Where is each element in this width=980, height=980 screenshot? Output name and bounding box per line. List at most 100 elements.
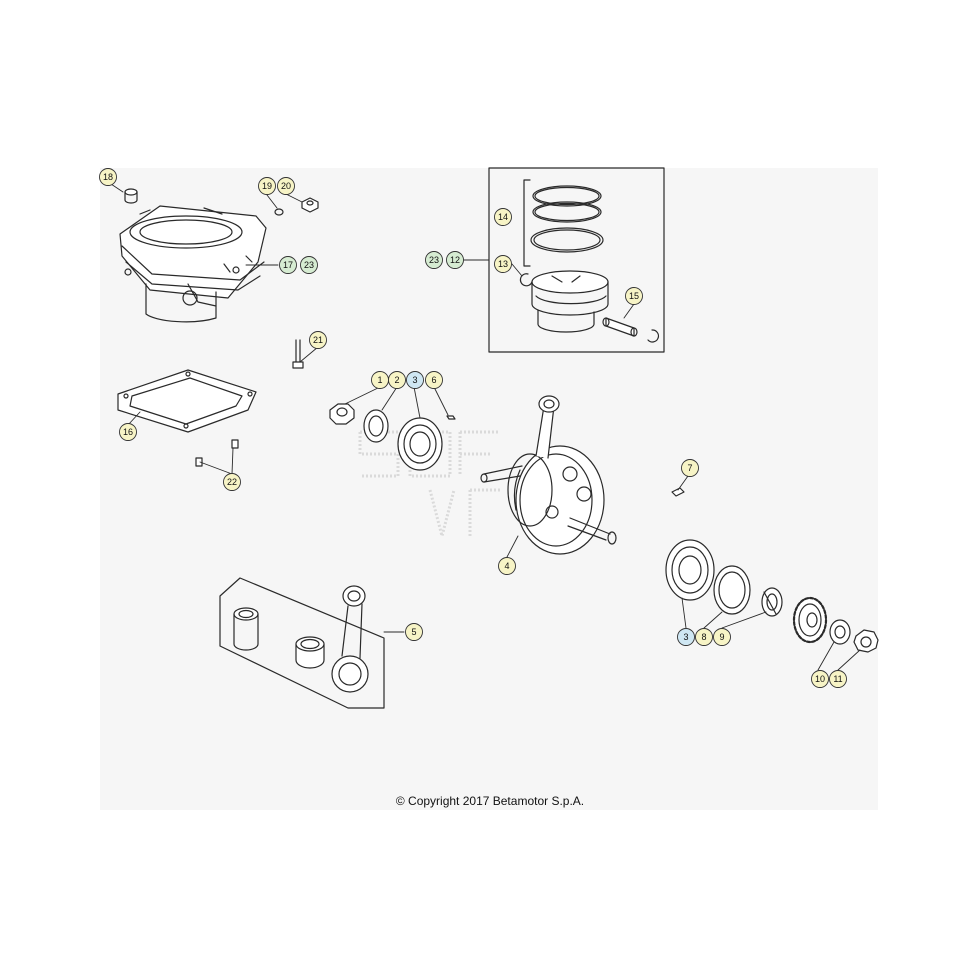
callout-circle xyxy=(279,256,297,274)
callout-label: 6 xyxy=(431,375,436,385)
callout-circle xyxy=(277,177,295,195)
gear-part xyxy=(792,596,828,644)
callout-label: 17 xyxy=(283,260,293,270)
callout-circle xyxy=(494,208,512,226)
callout-10: 10 xyxy=(811,670,829,688)
callout-label: 4 xyxy=(504,561,509,571)
piston-ring-3-part xyxy=(530,227,604,253)
callout-circle xyxy=(713,628,731,646)
callout-label: 14 xyxy=(498,212,508,222)
nut-20-part xyxy=(301,197,319,213)
callout-12: 12 xyxy=(446,251,464,269)
callout-16: 16 xyxy=(119,423,137,441)
callout-circle xyxy=(258,177,276,195)
callout-13: 13 xyxy=(494,255,512,273)
key-7-part xyxy=(671,487,685,497)
callout-4: 4 xyxy=(498,557,516,575)
callout-circle xyxy=(677,628,695,646)
bolt-21-part xyxy=(292,339,304,369)
callout-circle xyxy=(494,255,512,273)
oil-seal-8-part xyxy=(713,565,751,615)
callout-circle xyxy=(99,168,117,186)
connecting-rod-part xyxy=(331,585,369,693)
conrod-kit-box xyxy=(219,577,385,709)
circlip-13-part xyxy=(519,273,533,287)
callout-23: 23 xyxy=(425,251,443,269)
callout-label: 3 xyxy=(412,375,417,385)
callout-18: 18 xyxy=(99,168,117,186)
callout-label: 22 xyxy=(227,477,237,487)
callout-2: 2 xyxy=(388,371,406,389)
gudgeon-pin-part xyxy=(233,607,259,651)
base-gasket-part xyxy=(117,369,257,433)
callout-circle xyxy=(405,623,423,641)
callout-circle xyxy=(300,256,318,274)
callout-label: 12 xyxy=(450,255,460,265)
key-6-part xyxy=(446,415,456,420)
piston-ring-1-part xyxy=(532,185,602,207)
callout-label: 20 xyxy=(281,181,291,191)
callout-circle xyxy=(406,371,424,389)
callout-21: 21 xyxy=(309,331,327,349)
callout-15: 15 xyxy=(625,287,643,305)
callout-circle xyxy=(498,557,516,575)
callout-circle xyxy=(425,371,443,389)
callout-6: 6 xyxy=(425,371,443,389)
callout-label: 15 xyxy=(629,291,639,301)
callout-3: 3 xyxy=(406,371,424,389)
spacer-9-part xyxy=(761,587,783,617)
callout-label: 16 xyxy=(123,427,133,437)
callout-5: 5 xyxy=(405,623,423,641)
callout-label: 10 xyxy=(815,674,825,684)
nut-1-part xyxy=(329,403,355,425)
callout-circle xyxy=(388,371,406,389)
oil-seal-2-part xyxy=(363,409,389,443)
washer-19-part xyxy=(274,208,284,216)
callout-label: 23 xyxy=(304,260,314,270)
callout-label: 1 xyxy=(377,375,382,385)
main-bearing-right-part xyxy=(665,539,715,601)
callout-label: 7 xyxy=(687,463,692,473)
cylinder-block-part xyxy=(119,205,267,323)
callout-label: 13 xyxy=(498,259,508,269)
needle-bearing-part xyxy=(295,636,325,669)
callout-label: 21 xyxy=(313,335,323,345)
callout-9: 9 xyxy=(713,628,731,646)
callout-circle xyxy=(811,670,829,688)
callout-circle xyxy=(446,251,464,269)
washer-10-part xyxy=(829,619,851,645)
callout-23: 23 xyxy=(300,256,318,274)
callout-20: 20 xyxy=(277,177,295,195)
callout-8: 8 xyxy=(695,628,713,646)
callout-circle xyxy=(119,423,137,441)
callout-circle xyxy=(681,459,699,477)
callout-circle xyxy=(625,287,643,305)
dowel-sleeve-part xyxy=(124,188,138,204)
callout-3: 3 xyxy=(677,628,695,646)
callout-11: 11 xyxy=(829,670,847,688)
callout-circle xyxy=(223,473,241,491)
callout-label: 9 xyxy=(719,632,724,642)
callout-17: 17 xyxy=(279,256,297,274)
callout-label: 8 xyxy=(701,632,706,642)
piston-pin-part xyxy=(602,317,638,337)
callout-label: 11 xyxy=(833,674,842,684)
callout-label: 3 xyxy=(683,632,688,642)
callout-circle xyxy=(829,670,847,688)
ring-bracket xyxy=(523,179,531,267)
callout-22: 22 xyxy=(223,473,241,491)
callout-label: 19 xyxy=(262,181,272,191)
callout-7: 7 xyxy=(681,459,699,477)
callout-circle xyxy=(695,628,713,646)
dowel-pins-part xyxy=(195,439,239,467)
callout-1: 1 xyxy=(371,371,389,389)
callout-19: 19 xyxy=(258,177,276,195)
callout-14: 14 xyxy=(494,208,512,226)
copyright-text: © Copyright 2017 Betamotor S.p.A. xyxy=(395,794,585,808)
nut-11-part xyxy=(853,629,879,653)
callout-label: 2 xyxy=(394,375,399,385)
callout-label: 5 xyxy=(411,627,416,637)
crankshaft-part xyxy=(480,395,617,555)
